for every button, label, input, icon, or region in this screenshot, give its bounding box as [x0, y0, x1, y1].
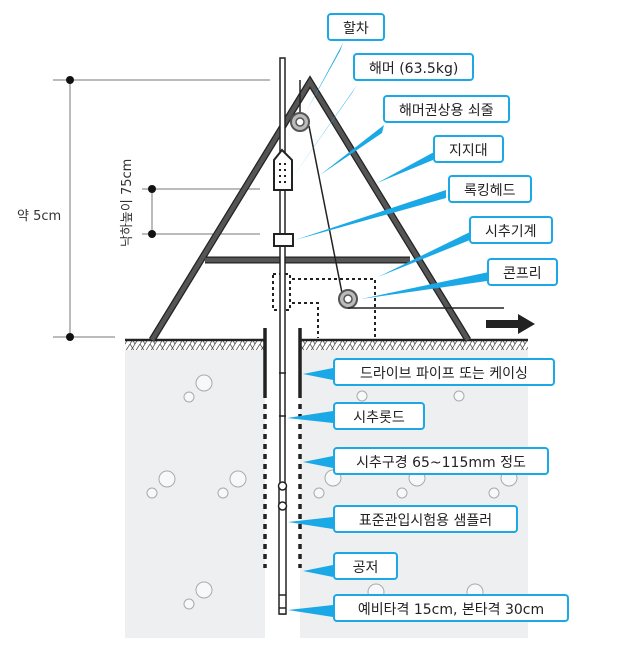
callout-pointers — [287, 43, 489, 617]
total-height-label: 약 5cm — [17, 209, 62, 224]
callout-drill-rod: 시추롯드 — [333, 402, 425, 430]
pull-arrow-icon — [486, 314, 535, 334]
callout-borehole: 공저 — [333, 552, 398, 580]
casing — [263, 328, 302, 398]
callout-blows: 예비타격 15cm, 본타격 30cm — [333, 594, 569, 622]
callout-drilling-machine: 시추기계 — [469, 216, 553, 244]
hammer-rope — [308, 125, 344, 299]
borehole-wall — [263, 404, 302, 568]
callout-cone-pulley: 콘프리 — [487, 258, 558, 286]
drop-height-label: 낙하높이 75cm — [120, 158, 135, 247]
drilling-machine-outline — [272, 273, 376, 338]
callout-bore-diameter: 시추구경 65~115mm 정도 — [333, 447, 549, 475]
dimension-drop — [142, 188, 260, 235]
dim-dot — [148, 230, 156, 238]
dim-dot — [148, 185, 156, 193]
callout-casing: 드라이브 파이프 또는 케이싱 — [333, 358, 555, 386]
dim-dot — [66, 333, 74, 341]
hammer — [273, 148, 293, 191]
locking-head — [273, 233, 294, 247]
callout-hammer: 해머 (63.5kg) — [353, 53, 475, 81]
callout-sampler: 표준관입시험용 샘플러 — [333, 505, 518, 533]
ground-left — [125, 350, 265, 638]
dim-dot — [66, 76, 74, 84]
dimension-total — [53, 79, 270, 338]
callout-locking-head: 록킹헤드 — [448, 175, 532, 203]
callout-hammer-rope: 해머권상용 쇠줄 — [383, 95, 510, 123]
ground-hatch-right — [300, 341, 528, 350]
callout-pulley: 할차 — [327, 13, 385, 41]
ground-hatch-left — [125, 341, 265, 350]
callout-support-frame: 지지대 — [433, 135, 504, 163]
pebbles — [146, 374, 518, 610]
